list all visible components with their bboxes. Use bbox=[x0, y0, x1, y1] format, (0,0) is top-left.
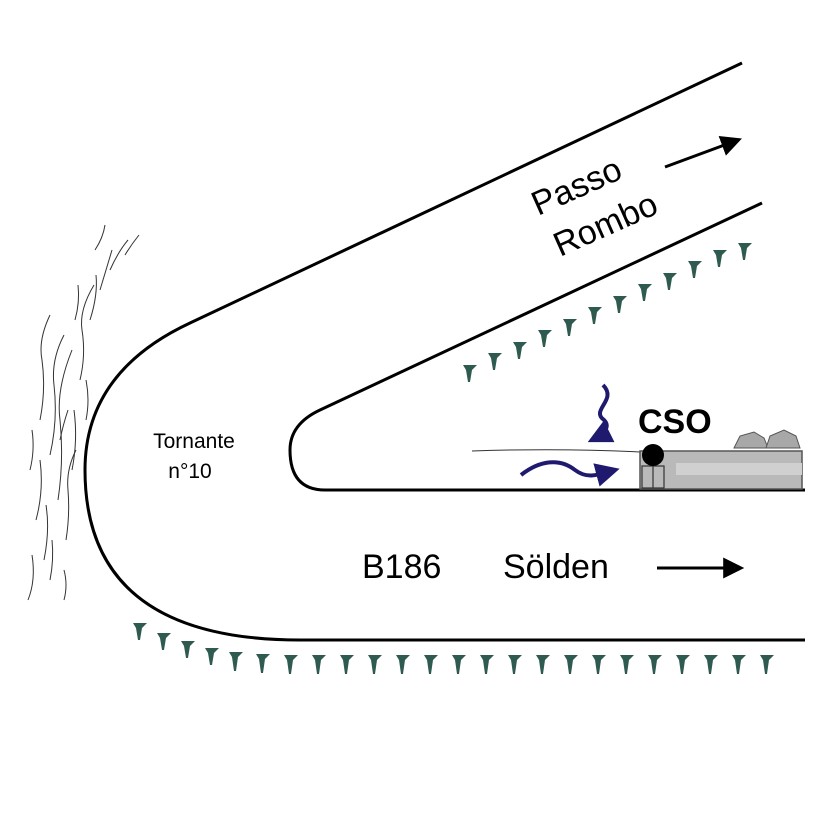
road-code-label: B186 bbox=[362, 548, 441, 586]
station-label: CSO bbox=[638, 403, 712, 441]
ground-line bbox=[471, 449, 641, 453]
tree-row-upper bbox=[463, 243, 752, 382]
tornante-number-label: n°10 bbox=[168, 460, 211, 483]
road-inner-edge bbox=[288, 201, 805, 492]
flow-arrow-icon bbox=[587, 383, 615, 443]
tornante-label: Tornante bbox=[153, 430, 235, 453]
flow-arrow-icon bbox=[519, 460, 620, 487]
rock-icon bbox=[733, 429, 801, 449]
arrow-right-icon bbox=[664, 135, 742, 169]
station-marker bbox=[642, 444, 664, 466]
rock-cliff-icon bbox=[27, 224, 140, 601]
destination-label: Sölden bbox=[503, 548, 609, 586]
road-outer-edge bbox=[83, 61, 805, 642]
sensor-box bbox=[639, 450, 803, 490]
tree-row-lower bbox=[133, 623, 774, 674]
